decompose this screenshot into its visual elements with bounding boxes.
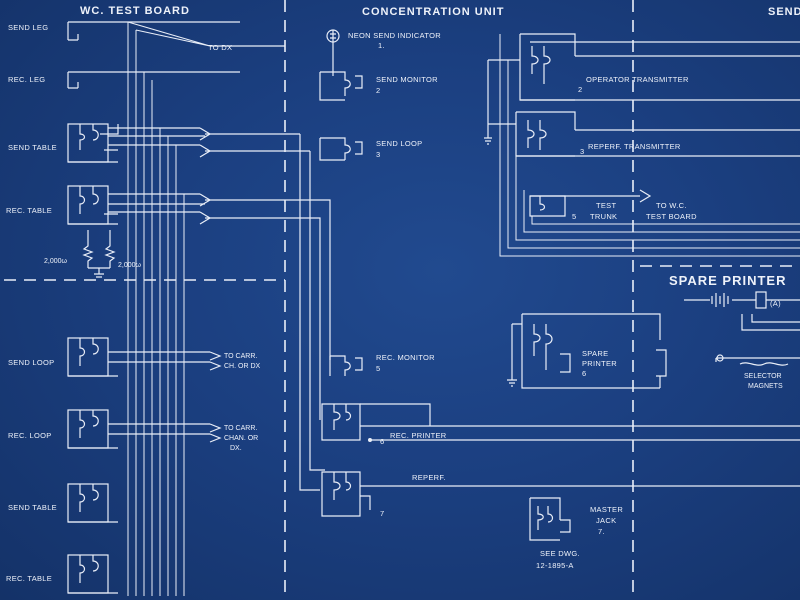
label-reperf-transmitter: REPERF. TRANSMITTER xyxy=(588,142,681,151)
label-rec-printer-num: 6 xyxy=(380,437,384,446)
label-reperf: REPERF. xyxy=(412,473,446,482)
rec-table-jack xyxy=(67,185,205,225)
header-spare-printer: SPARE PRINTER xyxy=(669,273,787,288)
label-rec-leg: REC. LEG xyxy=(8,75,45,84)
wc-test-board: SEND LEG REC. LEG SEND TABLE REC. TABLE … xyxy=(6,21,240,596)
label-master-num: 7. xyxy=(598,527,605,536)
neon-send-indicator xyxy=(326,29,340,76)
reperf-transmitter-jack xyxy=(484,60,800,157)
send-section: OPERATOR TRANSMITTER 2 REPERF. TRANSMITT… xyxy=(484,33,800,570)
label-jack: JACK xyxy=(596,516,616,525)
label-to-carr-2b: CHAN. OR xyxy=(224,435,258,442)
send-loop-jack-cu xyxy=(319,137,363,161)
header-send: SEND xyxy=(768,6,800,18)
section-dividers xyxy=(4,0,800,600)
label-trunk: TRUNK xyxy=(590,212,617,221)
resistors xyxy=(82,230,116,278)
label-see-dwg: SEE DWG. xyxy=(540,549,580,558)
label-resistor-2: 2,000ω xyxy=(118,262,142,269)
label-rec-printer: REC. PRINTER xyxy=(390,431,447,440)
reperf-jack xyxy=(321,471,800,517)
label-operator-transmitter: OPERATOR TRANSMITTER xyxy=(586,75,689,84)
cross-wiring xyxy=(210,45,331,491)
send-leg-jack xyxy=(67,21,240,41)
label-send-loop-cu: SEND LOOP xyxy=(376,139,422,148)
label-printer: PRINTER xyxy=(582,359,617,368)
send-bus xyxy=(499,34,800,257)
send-monitor-jack xyxy=(319,71,363,101)
trunk-bundle xyxy=(127,21,235,596)
label-neon: NEON SEND INDICATOR xyxy=(348,31,441,40)
label-spare: SPARE xyxy=(582,349,608,358)
send-loop-jack xyxy=(67,337,222,377)
label-to-carr-2c: DX. xyxy=(230,445,242,452)
rec-loop-jack xyxy=(67,409,222,449)
rec-printer-jack xyxy=(321,403,800,442)
label-rec-table: REC. TABLE xyxy=(6,206,52,215)
send-table-jack xyxy=(67,123,205,163)
label-send-loop-num: 3 xyxy=(376,150,380,159)
spare-printer-jack xyxy=(507,313,667,389)
label-selector: SELECTOR xyxy=(744,373,782,380)
label-reperf-num: 7 xyxy=(380,509,384,518)
label-rec-table-2: REC. TABLE xyxy=(6,574,52,583)
label-resistor-1: 2,000ω xyxy=(44,258,68,265)
label-rec-loop: REC. LOOP xyxy=(8,431,52,440)
label-send-monitor: SEND MONITOR xyxy=(376,75,438,84)
send-table-jack-2 xyxy=(67,483,118,523)
label-to-carr-1b: CH. OR DX xyxy=(224,363,261,370)
label-send-loop: SEND LOOP xyxy=(8,358,54,367)
label-test-board: TEST BOARD xyxy=(646,212,697,221)
concentration-unit: NEON SEND INDICATOR 1. SEND MONITOR 2 SE… xyxy=(319,29,800,518)
label-rt-num: 3 xyxy=(580,147,584,156)
label-master: MASTER xyxy=(590,505,623,514)
header-wc-test-board: WC. TEST BOARD xyxy=(80,5,190,17)
label-rec-monitor-num: 5 xyxy=(376,364,380,373)
master-jack xyxy=(529,497,571,541)
label-dwg-num: 12-1895-A xyxy=(536,561,574,570)
rec-monitor-jack xyxy=(329,355,363,376)
label-magnets: MAGNETS xyxy=(748,383,783,390)
label-test-num: 5 xyxy=(572,212,576,221)
operator-transmitter-jack xyxy=(488,33,800,101)
header-concentration-unit: CONCENTRATION UNIT xyxy=(362,6,504,18)
label-ot-num: 2 xyxy=(578,85,582,94)
label-to-carr-1a: TO CARR. xyxy=(224,353,257,360)
label-to-dx: TO DX xyxy=(208,43,232,52)
label-send-table: SEND TABLE xyxy=(8,143,57,152)
rec-table-jack-2 xyxy=(67,554,118,594)
rec-leg-jack xyxy=(67,71,240,89)
label-send-leg: SEND LEG xyxy=(8,23,48,32)
label-send-table-2: SEND TABLE xyxy=(8,503,57,512)
label-spare-num: 6 xyxy=(582,369,586,378)
label-rec-monitor: REC. MONITOR xyxy=(376,353,435,362)
label-send-monitor-num: 2 xyxy=(376,86,380,95)
label-test: TEST xyxy=(596,201,616,210)
test-trunk-jack xyxy=(529,189,652,217)
label-to-carr-2a: TO CARR. xyxy=(224,425,257,432)
spare-printer-detail xyxy=(684,291,800,366)
label-neon-num: 1. xyxy=(378,41,385,50)
label-to-wc: TO W.C. xyxy=(656,201,687,210)
label-a: (A) xyxy=(770,299,781,308)
lower-left-panel: SEND LOOP REC. LOOP SEND TABLE REC. TABL… xyxy=(6,337,261,594)
